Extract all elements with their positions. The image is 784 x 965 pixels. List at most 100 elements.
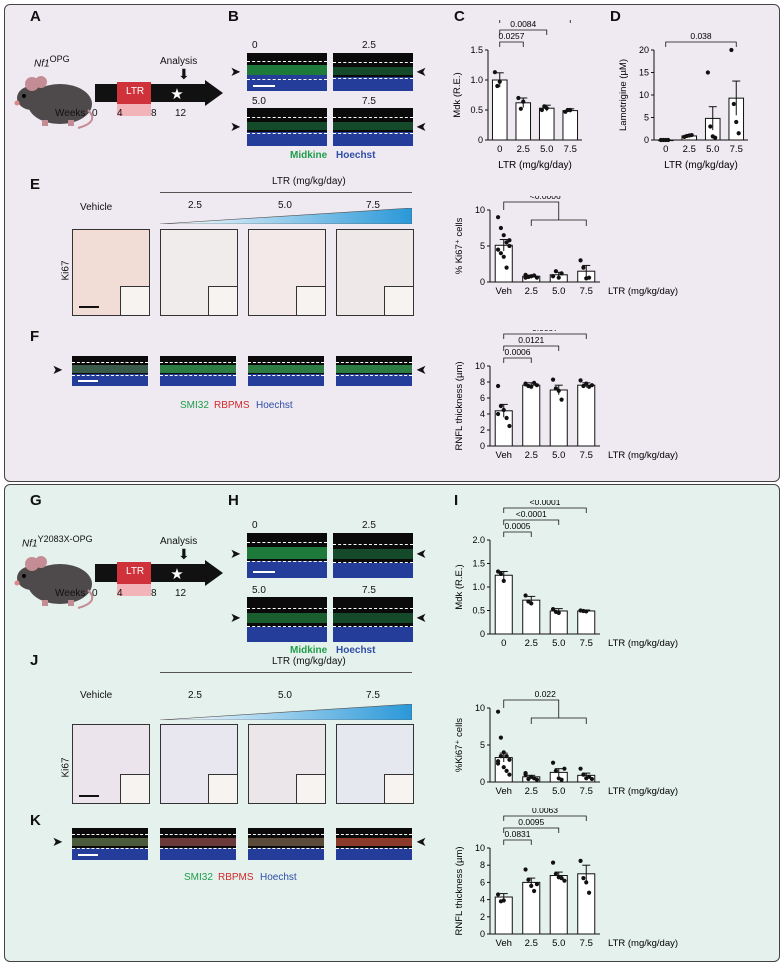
x-tick-label: 0 — [497, 144, 502, 155]
x-tick-label: 2.5 — [525, 450, 538, 461]
data-point — [729, 47, 734, 53]
x-tick-label: 5.0 — [552, 450, 565, 461]
data-point — [521, 99, 526, 104]
arrowhead-icon: ➤ — [416, 546, 427, 561]
x-tick-label: Veh — [496, 938, 512, 949]
y-tick-label: 0 — [480, 441, 485, 451]
ltr-header-j: LTR (mg/kg/day) — [272, 656, 346, 667]
data-point — [556, 388, 561, 393]
x-tick-label: 2.5 — [525, 938, 538, 949]
stain-label-blue: Hoechst — [260, 872, 297, 883]
micrograph — [333, 108, 413, 146]
data-point — [534, 882, 540, 887]
micrograph — [247, 108, 327, 146]
y-tick-label: 10 — [475, 361, 485, 371]
stain-label-blue: Hoechst — [256, 400, 293, 411]
y-axis-label: % Ki67⁺ cells — [454, 217, 465, 274]
data-point — [559, 397, 564, 402]
significance-bracket — [530, 717, 587, 724]
data-point — [518, 106, 523, 111]
arrowhead-icon: ➤ — [230, 610, 241, 625]
x-axis-label: LTR (mg/kg/day) — [664, 160, 738, 171]
x-tick-label: 7.5 — [580, 786, 593, 797]
micro-dose-label: 7.5 — [362, 585, 376, 596]
micro-dose-label: 2.5 — [362, 520, 376, 531]
week-tick: 12 — [175, 108, 187, 119]
y-axis-label: %Ki67⁺ cells — [454, 718, 465, 772]
data-point — [584, 609, 589, 614]
data-point — [578, 378, 583, 383]
x-tick-label: 5.0 — [540, 144, 553, 155]
x-tick-label: 5.0 — [552, 286, 565, 297]
bar — [522, 881, 541, 935]
micrograph — [72, 356, 148, 386]
analysis-label-top: Analysis — [160, 56, 198, 67]
y-tick-label: 4 — [480, 409, 485, 419]
week-tick: 8 — [151, 588, 157, 599]
histology-image — [160, 229, 238, 316]
micro-dose-label: 5.0 — [252, 585, 266, 596]
significance-bracket — [503, 827, 560, 833]
data-point — [507, 772, 512, 777]
data-point — [584, 880, 589, 885]
micrograph — [333, 53, 413, 91]
data-point — [586, 275, 592, 280]
y-tick-label: 0 — [480, 929, 485, 939]
weeks-label-top: Weeks — [55, 108, 86, 119]
y-tick-label: 15 — [639, 68, 649, 78]
mouse-illustration — [14, 76, 94, 129]
micrograph — [333, 533, 413, 578]
timeline-arrow: ★ — [95, 80, 223, 106]
micrograph — [247, 53, 327, 91]
bar — [491, 79, 508, 141]
data-point — [556, 275, 561, 280]
data-point — [529, 883, 534, 888]
inset-image — [208, 286, 237, 315]
p-value-label: 0.0007 — [532, 330, 558, 333]
micrograph — [160, 828, 236, 860]
y-tick-label: 0 — [644, 135, 649, 145]
stain-label-green: Midkine — [290, 645, 328, 656]
arrowhead-icon: ➤ — [230, 546, 241, 561]
y-axis-label: Mdk (R.E.) — [454, 564, 465, 609]
p-value-label: 0.038 — [690, 31, 712, 41]
data-point — [526, 776, 531, 782]
p-value-label: 0.0063 — [532, 808, 558, 815]
data-point — [559, 876, 564, 881]
data-point — [531, 380, 537, 385]
x-tick-label: 7.5 — [580, 286, 593, 297]
panel-label-i: I — [454, 492, 459, 509]
x-tick-label: 0 — [501, 638, 506, 649]
panel-label-d: D — [610, 8, 621, 25]
data-point — [498, 403, 504, 409]
data-point — [578, 766, 583, 771]
data-point — [495, 759, 501, 764]
data-point — [501, 898, 506, 903]
y-tick-label: 10 — [475, 843, 485, 853]
significance-bracket — [503, 345, 560, 351]
data-point — [568, 107, 573, 113]
significance-bracket — [530, 219, 587, 226]
data-point — [526, 877, 531, 882]
y-tick-label: 0 — [480, 777, 485, 787]
data-point — [492, 70, 497, 75]
data-point — [504, 240, 509, 245]
header-rule — [160, 672, 412, 673]
bar — [549, 389, 568, 447]
y-axis-label: RNFL thickness (µm) — [454, 361, 465, 450]
panel-label-b: B — [228, 8, 239, 25]
x-tick-label: 7.5 — [730, 144, 743, 155]
stain-label-green: Midkine — [290, 150, 328, 161]
weeks-label-bottom: Weeks — [55, 588, 86, 599]
data-point — [581, 265, 586, 270]
week-tick: 0 — [92, 588, 98, 599]
y-axis-label: Mdk (R.E.) — [452, 72, 463, 117]
data-point — [553, 386, 559, 391]
data-point — [498, 225, 504, 231]
arrowhead-icon: ➤ — [416, 64, 427, 79]
panel-label-f: F — [30, 328, 40, 345]
significance-bracket — [503, 839, 532, 845]
micrograph — [336, 828, 412, 860]
